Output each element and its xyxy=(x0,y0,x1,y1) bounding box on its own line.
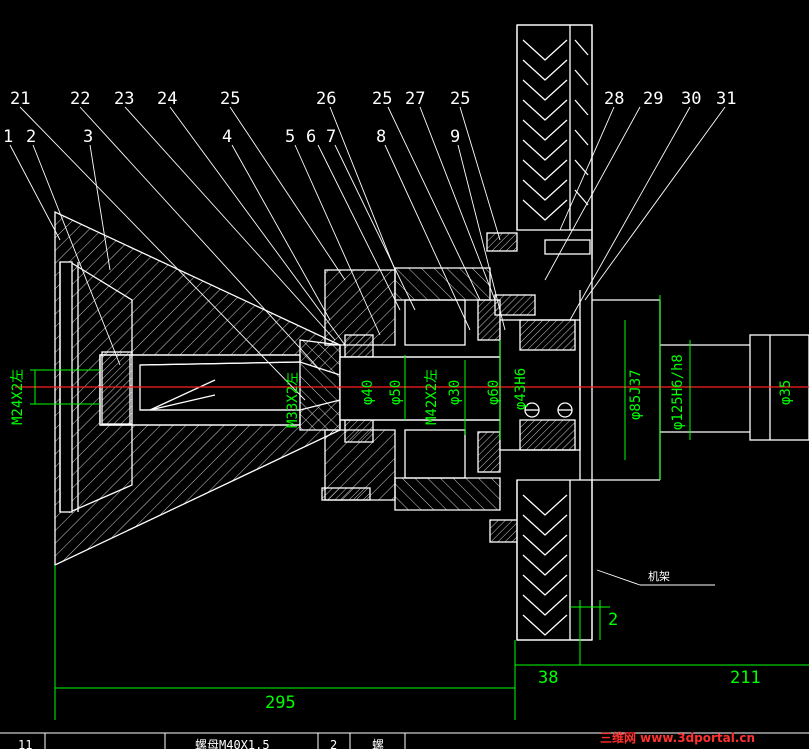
frame-annotation: 机架 xyxy=(648,569,670,583)
part-label-22: 22 xyxy=(70,89,90,109)
dim-length-2: 2 xyxy=(608,610,618,630)
part-label-31: 31 xyxy=(716,89,736,109)
part-label-4: 4 xyxy=(222,127,232,147)
dim-length-295: 295 xyxy=(265,693,296,713)
part-label-27: 27 xyxy=(405,89,425,109)
dim-m42-thread: M42X2左 xyxy=(424,369,440,425)
dimension-texts: M24X2左 M33X2左 φ40 φ50 M42X2左 φ30 φ60 φ43… xyxy=(10,354,794,713)
dim-phi30: φ30 xyxy=(447,380,463,405)
dim-length-211: 211 xyxy=(730,668,761,688)
part-label-24: 24 xyxy=(157,89,177,109)
title-block-cell-1: 11 xyxy=(18,738,32,749)
part-label-25: 25 xyxy=(220,89,240,109)
dim-m33-thread: M33X2左 xyxy=(285,372,301,428)
part-label-3: 3 xyxy=(83,127,93,147)
title-block-cell-4: 螺 xyxy=(372,738,384,749)
part-label-9: 9 xyxy=(450,127,460,147)
dim-phi50: φ50 xyxy=(388,380,404,405)
dim-m24-thread: M24X2左 xyxy=(10,369,26,425)
dim-length-38: 38 xyxy=(538,668,558,688)
title-block-cell-3: 2 xyxy=(330,738,337,749)
part-label-8: 8 xyxy=(376,127,386,147)
part-label-26: 26 xyxy=(316,89,336,109)
watermark-text: 三维网 www.3dportal.cn xyxy=(600,730,755,745)
dim-phi40: φ40 xyxy=(360,380,376,405)
dim-phi35: φ35 xyxy=(778,380,794,405)
part-labels: 1 2 3 21 22 23 24 25 4 26 5 6 7 8 25 27 … xyxy=(3,89,736,147)
part-label-7: 7 xyxy=(326,127,336,147)
drive-disc xyxy=(516,24,593,641)
part-label-1: 1 xyxy=(3,127,13,147)
dim-phi85: φ85J37 xyxy=(628,369,644,420)
dimension-lines xyxy=(30,295,809,720)
title-block xyxy=(0,732,809,749)
dim-phi125: φ125H6/h8 xyxy=(670,354,686,430)
part-label-5: 5 xyxy=(285,127,295,147)
part-label-23: 23 xyxy=(114,89,134,109)
spindle-housing xyxy=(321,232,591,543)
part-label-25c: 25 xyxy=(450,89,470,109)
part-label-2: 2 xyxy=(26,127,36,147)
part-label-29: 29 xyxy=(643,89,663,109)
part-label-28: 28 xyxy=(604,89,624,109)
dim-phi43: φ43H6 xyxy=(513,368,529,410)
chuck-body xyxy=(54,210,341,567)
part-label-21: 21 xyxy=(10,89,30,109)
part-label-6: 6 xyxy=(306,127,316,147)
part-label-25b: 25 xyxy=(372,89,392,109)
title-block-cell-2: 螺母M40X1.5 xyxy=(195,738,270,749)
leader-lines xyxy=(9,106,726,586)
dim-phi60: φ60 xyxy=(486,380,502,405)
part-label-30: 30 xyxy=(681,89,701,109)
